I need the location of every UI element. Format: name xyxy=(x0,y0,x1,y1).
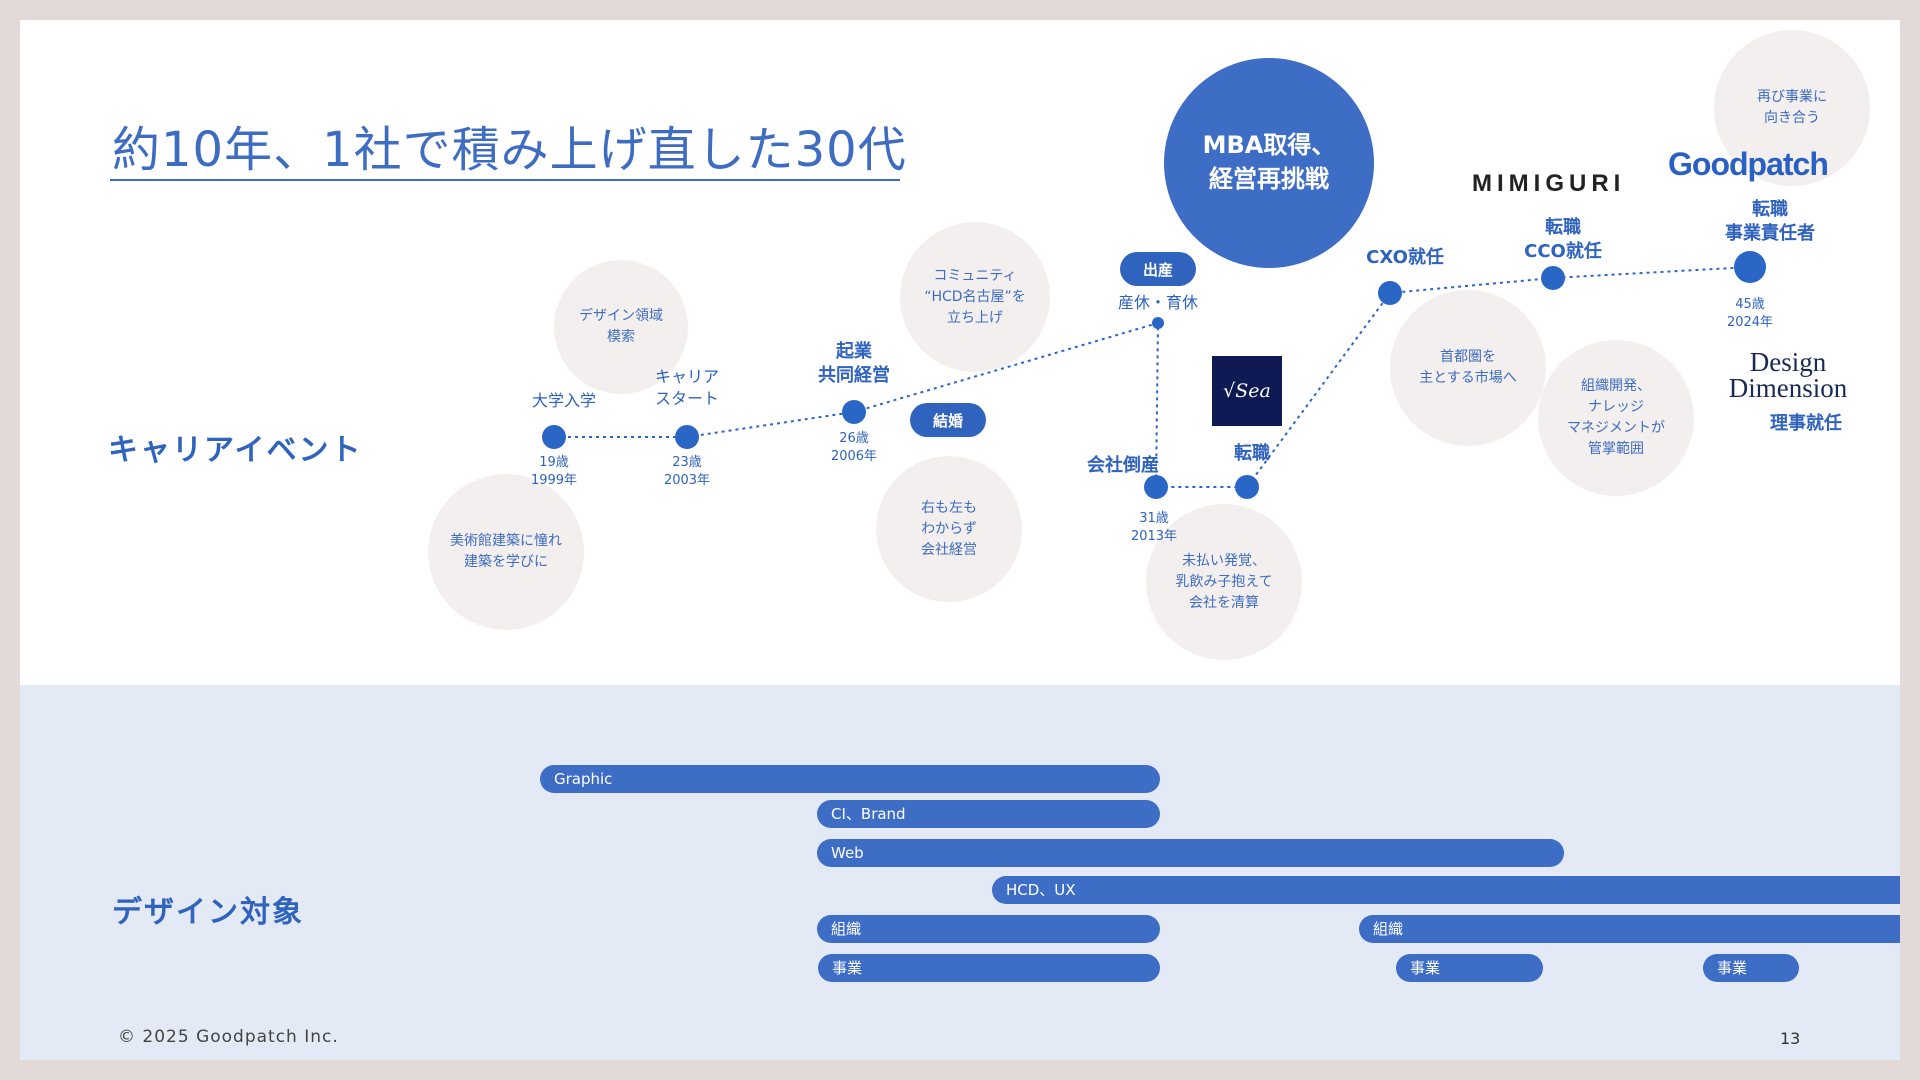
copyright: © 2025 Goodpatch Inc. xyxy=(118,1027,339,1047)
bubble-org: 組織開発、 ナレッジ マネジメントが 管掌範囲 xyxy=(1538,340,1694,496)
bar-biz-3: 事業 xyxy=(1703,954,1799,982)
bubble-unpaid: 未払い発覚、 乳飲み子抱えて 会社を清算 xyxy=(1146,504,1302,660)
event-bankrupt: 会社倒産 xyxy=(1087,455,1159,476)
career-events-label: キャリアイベント xyxy=(108,433,363,468)
event-leave: 産休・育休 xyxy=(1117,293,1198,312)
bar-org-2: 組織 xyxy=(1359,915,1900,943)
event-cco: 転職 CCO就任 xyxy=(1524,217,1602,263)
event-biz-lead: 転職 事業責任者 xyxy=(1725,199,1815,245)
timeline-dot-univ xyxy=(542,425,566,449)
bubble-again: 再び事業に 向き合う xyxy=(1714,30,1870,186)
mimiguri-logo: MIMIGURI xyxy=(1472,170,1626,197)
event-job-change: 転職 xyxy=(1234,443,1270,464)
page-title: 約10年、1社で積み上げ直した30代 xyxy=(112,122,907,178)
timeline-dot-biz-lead xyxy=(1734,251,1766,283)
event-director: 理事就任 xyxy=(1770,413,1842,434)
bar-biz-1: 事業 xyxy=(818,954,1160,982)
design-target-band xyxy=(20,685,1900,1060)
event-bankrupt-age: 31歳 2013年 xyxy=(1130,511,1178,544)
pill-marriage: 結婚 xyxy=(910,403,986,437)
bubble-design-domain: デザイン領域 模索 xyxy=(554,260,688,394)
timeline-path xyxy=(554,266,1751,488)
design-target-label: デザイン対象 xyxy=(112,895,304,930)
timeline-dot-cxo xyxy=(1378,281,1402,305)
bar-org-1: 組織 xyxy=(817,915,1160,943)
sea-logo: √Sea xyxy=(1212,356,1282,426)
event-career-start: キャリア スタート xyxy=(654,367,719,408)
event-startup-age: 26歳 2006年 xyxy=(830,431,878,464)
slide: 約10年、1社で積み上げ直した30代 キャリアイベント デザイン対象 美術館建築… xyxy=(20,20,1900,1060)
event-cxo: CXO就任 xyxy=(1366,247,1444,268)
bubble-museum: 美術館建築に憧れ 建築を学びに xyxy=(428,474,584,630)
bar-ci-brand: CI、Brand xyxy=(817,800,1160,828)
event-univ-age: 19歳 1999年 xyxy=(530,455,578,488)
bar-graphic: Graphic xyxy=(540,765,1160,793)
timeline-dot-startup xyxy=(842,400,866,424)
bubble-metro: 首都圏を 主とする市場へ xyxy=(1390,290,1546,446)
event-biz-lead-age: 45歳 2024年 xyxy=(1726,297,1774,330)
timeline-dot-job-change xyxy=(1235,475,1259,499)
event-career-age: 23歳 2003年 xyxy=(663,455,711,488)
pill-birth: 出産 xyxy=(1120,252,1196,286)
design-dimension-logo: Design Dimension xyxy=(1728,347,1848,403)
bubble-management: 右も左も わからず 会社経営 xyxy=(876,456,1022,602)
bubble-community: コミュニティ “HCD名古屋”を 立ち上げ xyxy=(900,222,1050,372)
bar-web: Web xyxy=(817,839,1564,867)
event-univ: 大学入学 xyxy=(531,391,596,410)
timeline-dot-career-start xyxy=(675,425,699,449)
event-startup: 起業 共同経営 xyxy=(818,341,890,387)
sea-logo-text: √Sea xyxy=(1223,380,1271,402)
bar-biz-2: 事業 xyxy=(1396,954,1543,982)
goodpatch-logo: Goodpatch xyxy=(1668,146,1829,182)
timeline-dot-bankrupt xyxy=(1144,475,1168,499)
timeline-dot-leave xyxy=(1152,317,1164,329)
bubble-mba: MBA取得、 経営再挑戦 xyxy=(1164,58,1374,268)
timeline-dot-cco xyxy=(1541,266,1565,290)
page-number: 13 xyxy=(1780,1029,1801,1048)
bar-hcd-ux: HCD、UX xyxy=(992,876,1900,904)
title-underline xyxy=(110,179,900,181)
